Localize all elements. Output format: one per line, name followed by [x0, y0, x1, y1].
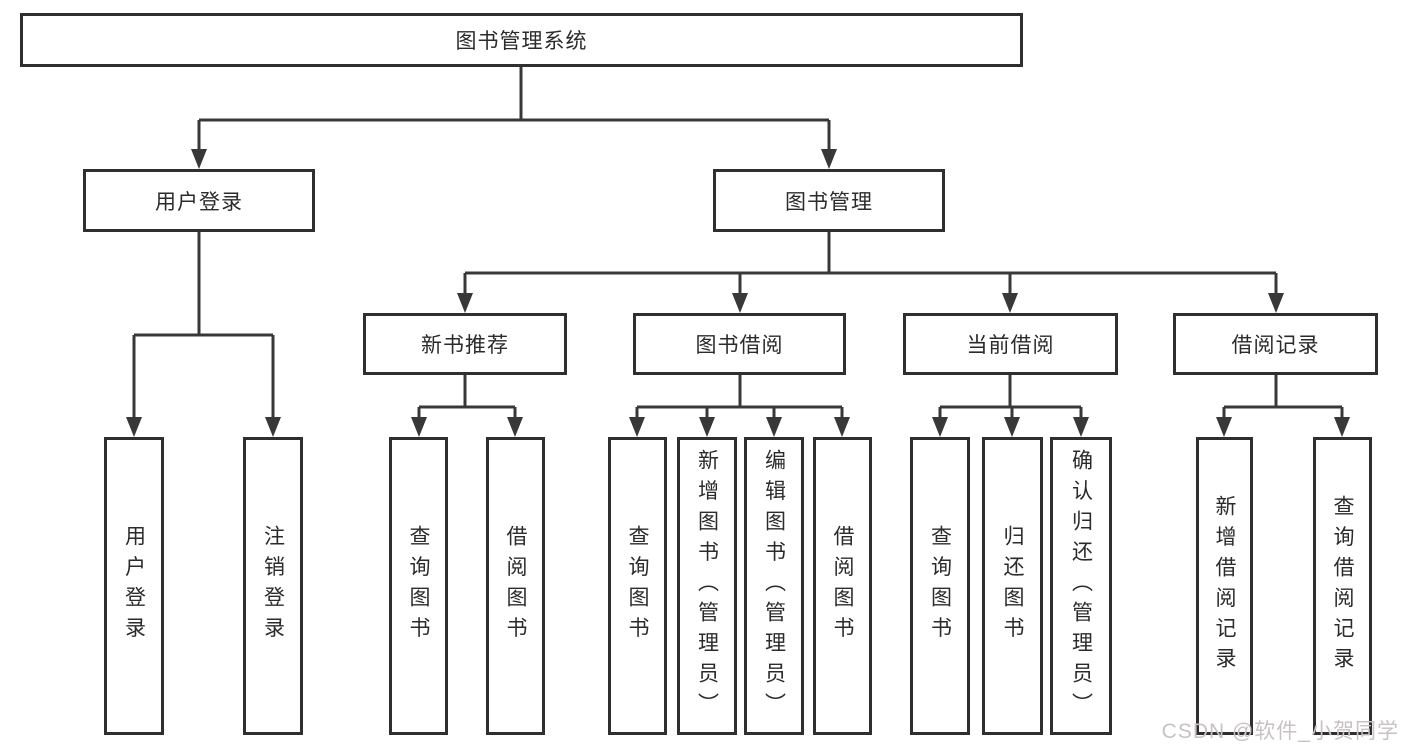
- node-label: 当前借阅: [966, 334, 1055, 357]
- arrowhead-icon: [457, 293, 473, 313]
- arrowhead-icon: [1004, 417, 1020, 437]
- arrowhead-icon: [766, 417, 782, 437]
- node-book-borrow: 图书借阅: [633, 313, 846, 375]
- arrowhead-icon: [126, 417, 142, 437]
- leaf-recommend-borrow-books: 借阅图书: [486, 437, 545, 735]
- leaf-add-borrow-record: 新增借阅记录: [1196, 437, 1253, 735]
- arrowhead-icon: [932, 417, 948, 437]
- node-label: 查询图书: [928, 525, 952, 647]
- node-label: 查询借阅记录: [1331, 494, 1354, 678]
- node-label: 图书管理: [785, 190, 873, 214]
- arrowhead-icon: [1268, 293, 1284, 313]
- leaf-add-books-admin: 新增图书（管理员）: [677, 437, 737, 735]
- arrowhead-group: [126, 149, 1350, 437]
- node-label: 归还图书: [1001, 525, 1024, 647]
- node-label: 用户登录: [122, 525, 146, 647]
- arrowhead-icon: [191, 149, 207, 169]
- node-user-login: 用户登录: [83, 169, 315, 232]
- node-label: 借阅记录: [1231, 334, 1320, 357]
- node-label: 确认归还（管理员）: [1069, 448, 1093, 724]
- leaf-user-login: 用户登录: [104, 437, 164, 735]
- leaf-confirm-return-admin: 确认归还（管理员）: [1050, 437, 1112, 735]
- tree-edges: [132, 67, 1344, 425]
- leaf-query-borrow-record: 查询借阅记录: [1313, 437, 1372, 735]
- node-label: 借阅图书: [831, 525, 854, 647]
- node-label: 用户登录: [155, 190, 243, 214]
- node-label: 图书管理系统: [455, 30, 588, 53]
- node-current-borrow: 当前借阅: [903, 313, 1118, 375]
- node-label: 编辑图书（管理员）: [762, 448, 786, 724]
- arrowhead-icon: [629, 417, 645, 437]
- leaf-recommend-query-books: 查询图书: [389, 437, 448, 735]
- csdn-watermark: CSDN @软件_小贺同学: [1161, 720, 1399, 743]
- node-label: 新增图书（管理员）: [695, 448, 719, 724]
- arrowhead-icon: [834, 417, 850, 437]
- node-label: 注销登录: [261, 525, 285, 647]
- arrowhead-icon: [1334, 417, 1350, 437]
- arrowhead-icon: [699, 417, 715, 437]
- arrowhead-icon: [1073, 417, 1089, 437]
- arrowhead-icon: [1216, 417, 1232, 437]
- node-borrow-records: 借阅记录: [1173, 313, 1378, 375]
- node-label: 借阅图书: [504, 525, 527, 647]
- arrowhead-icon: [265, 417, 281, 437]
- node-label: 新书推荐: [421, 334, 509, 357]
- node-label: 新增借阅记录: [1213, 494, 1236, 678]
- node-book-management: 图书管理: [713, 169, 945, 232]
- leaf-return-books: 归还图书: [982, 437, 1043, 735]
- leaf-current-query-books: 查询图书: [910, 437, 970, 735]
- node-label: 图书借阅: [695, 334, 784, 357]
- arrowhead-icon: [411, 417, 427, 437]
- node-label: 查询图书: [407, 525, 430, 647]
- leaf-borrow-books: 借阅图书: [813, 437, 872, 735]
- node-new-book-recommend: 新书推荐: [363, 313, 567, 375]
- leaf-borrow-query-books: 查询图书: [608, 437, 667, 735]
- node-root-system: 图书管理系统: [20, 13, 1023, 67]
- arrowhead-icon: [732, 293, 748, 313]
- arrowhead-icon: [507, 417, 523, 437]
- leaf-logout: 注销登录: [243, 437, 303, 735]
- arrowhead-icon: [1002, 293, 1018, 313]
- node-label: 查询图书: [626, 525, 649, 647]
- leaf-edit-books-admin: 编辑图书（管理员）: [744, 437, 804, 735]
- arrowhead-icon: [821, 149, 837, 169]
